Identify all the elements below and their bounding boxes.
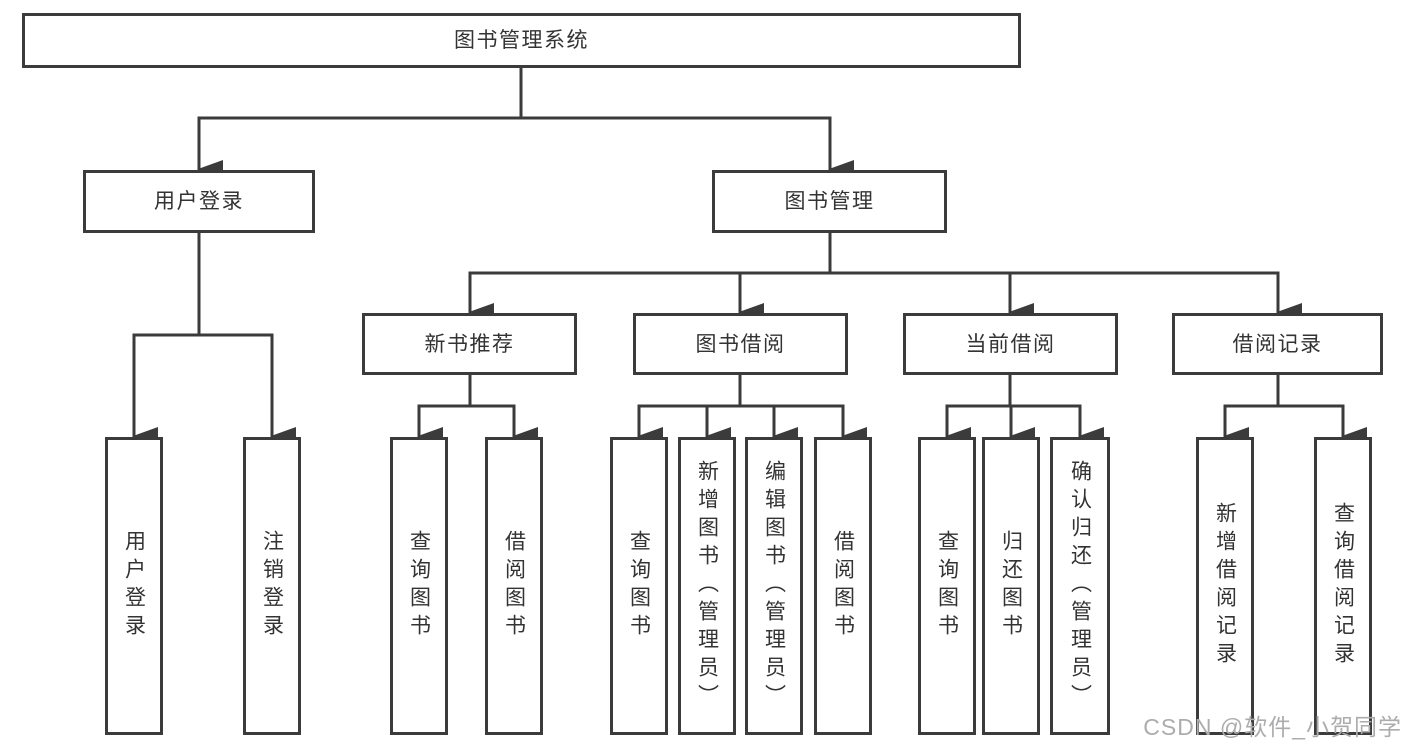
node-current-borrowing: 当前借阅 <box>903 313 1118 375</box>
leaf-query-borrow-record: 查询借阅记录 <box>1314 437 1372 735</box>
node-label: 注销登录 <box>260 530 284 642</box>
node-label: 图书借阅 <box>695 332 786 356</box>
edge-borrow-record-to-leaves <box>1223 373 1367 445</box>
edge-new-book-rec-to-leaves <box>417 373 538 445</box>
node-label: 图书管理 <box>784 190 875 213</box>
leaf-logout: 注销登录 <box>243 437 301 735</box>
edge-user-login-to-leaves <box>132 231 296 445</box>
leaf-add-book-admin: 新增图书（管理员） <box>678 437 736 735</box>
leaf-borrow-books: 借阅图书 <box>814 437 872 735</box>
node-label: 编辑图书（管理员） <box>762 460 786 712</box>
node-label: 用户登录 <box>122 530 146 642</box>
node-label: 新增借阅记录 <box>1213 502 1237 670</box>
node-new-book-recommendation: 新书推荐 <box>362 313 577 375</box>
node-label: 查询图书 <box>407 530 431 642</box>
edge-book-mgmt-to-level3 <box>468 231 1302 321</box>
leaf-query-books: 查询图书 <box>610 437 668 735</box>
node-label: 查询图书 <box>935 530 959 642</box>
leaf-add-borrow-record: 新增借阅记录 <box>1196 437 1254 735</box>
leaf-query-books: 查询图书 <box>918 437 976 735</box>
edge-current-borrow-to-leaves <box>945 373 1104 445</box>
node-library-management-system: 图书管理系统 <box>22 13 1021 68</box>
edge-book-borrow-to-leaves <box>637 373 867 445</box>
node-book-borrowing: 图书借阅 <box>633 313 848 375</box>
node-user-login: 用户登录 <box>83 170 315 233</box>
leaf-query-books: 查询图书 <box>390 437 448 735</box>
node-label: 用户登录 <box>154 190 244 213</box>
node-borrowing-records: 借阅记录 <box>1172 313 1383 375</box>
leaf-confirm-return-admin: 确认归还（管理员） <box>1050 437 1110 735</box>
node-label: 借阅记录 <box>1232 332 1323 356</box>
leaf-edit-book-admin: 编辑图书（管理员） <box>745 437 803 735</box>
leaf-borrow-books: 借阅图书 <box>485 437 543 735</box>
leaf-user-login: 用户登录 <box>105 437 163 735</box>
node-label: 确认归还（管理员） <box>1068 460 1092 712</box>
node-label: 当前借阅 <box>965 332 1056 356</box>
node-label: 查询图书 <box>627 530 651 642</box>
node-label: 归还图书 <box>999 530 1023 642</box>
node-label: 查询借阅记录 <box>1331 502 1355 670</box>
node-book-management: 图书管理 <box>712 170 947 233</box>
node-label: 借阅图书 <box>502 530 526 642</box>
node-label: 新增图书（管理员） <box>695 460 719 712</box>
csdn-watermark: CSDN @软件_小贺同学 <box>1143 714 1402 740</box>
node-label: 图书管理系统 <box>454 29 589 52</box>
node-label: 新书推荐 <box>424 332 515 356</box>
leaf-return-books: 归还图书 <box>982 437 1040 735</box>
edge-root-to-level2 <box>197 66 854 178</box>
node-label: 借阅图书 <box>831 530 855 642</box>
